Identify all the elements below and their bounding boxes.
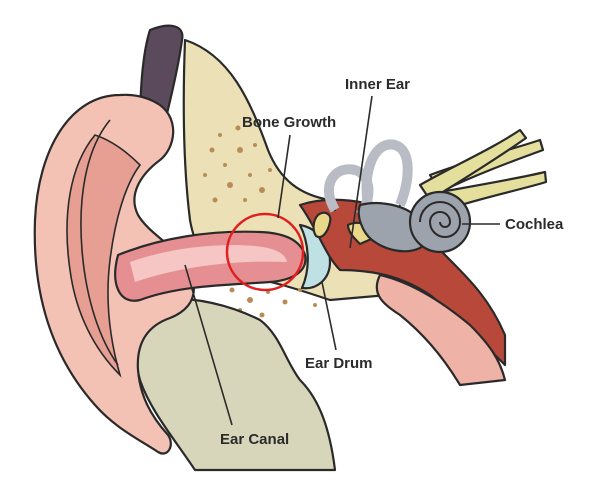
semicircular-canals — [324, 139, 413, 219]
leader-bone-growth — [277, 134, 291, 219]
leader-ear-drum — [321, 281, 337, 351]
vestibule — [357, 202, 428, 253]
label-ear-canal: Ear Canal — [220, 431, 289, 448]
pinna-fold — [66, 134, 142, 378]
label-ear-drum: Ear Drum — [305, 355, 373, 372]
leader-inner-ear — [349, 95, 373, 249]
bone-growth-highlight-circle — [225, 212, 305, 292]
pinna-inner-curve — [80, 119, 119, 366]
ear-canal-highlight — [130, 245, 287, 282]
bone-texture-dots — [203, 125, 317, 318]
label-inner-ear: Inner Ear — [345, 76, 410, 93]
auditory-nerves — [418, 128, 548, 212]
eustachian-tube — [375, 273, 507, 387]
cochlea-spiral — [408, 190, 472, 254]
label-bone-growth: Bone Growth — [242, 114, 336, 131]
leader-ear-canal — [184, 264, 233, 426]
label-cochlea: Cochlea — [505, 216, 564, 233]
